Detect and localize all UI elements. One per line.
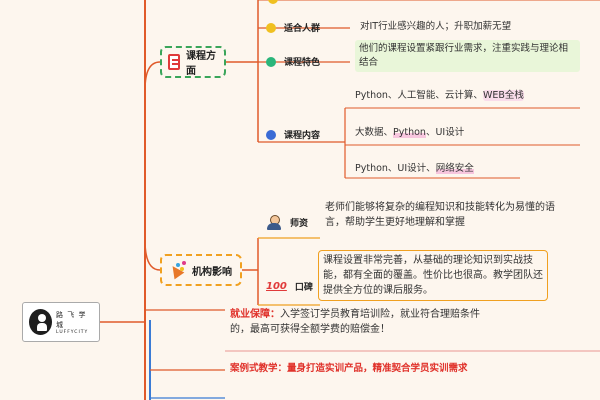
- guarantee-text: 就业保障：入学签订学员教育培训险，就业符合理赔条件的，最高可获得全额学费的赔偿金…: [230, 307, 480, 337]
- node-reputation[interactable]: 100 口碑: [266, 280, 313, 293]
- guarantee-label: 就业保障：: [230, 309, 280, 320]
- audience-text: 对IT行业感兴趣的人；升职加薪无望: [360, 21, 512, 32]
- blue-dot-icon: [266, 129, 276, 140]
- yellow-dot-icon: [266, 22, 276, 33]
- branch-influence[interactable]: 机构影响: [160, 254, 242, 286]
- teachers-text: 老师们能够将复杂的编程知识和技能转化为易懂的语言，帮助学生更好地理解和掌握: [325, 202, 555, 228]
- brand-logo: 路 飞 学 城 LUFFYCITY: [22, 302, 100, 342]
- cropped-dot: [268, 0, 278, 4]
- logo-name: 路 飞 学 城: [56, 310, 87, 329]
- content-item-2-text: 大数据、: [355, 127, 394, 138]
- content-item-1-highlight: WEB全栈: [482, 90, 524, 101]
- node-content[interactable]: 课程内容: [266, 128, 320, 141]
- branch-course[interactable]: 课程方面: [160, 46, 226, 78]
- node-reputation-label: 口碑: [294, 283, 313, 293]
- mascot-icon: [29, 309, 53, 335]
- node-features[interactable]: 课程特色: [266, 55, 320, 68]
- content-item-2-after: 、UI设计: [425, 127, 465, 138]
- content-item-1: Python、人工智能、云计算、WEB全栈: [355, 89, 524, 103]
- case-teaching-text: 案例式教学：量身打造实训产品，精准契合学员实训需求: [230, 363, 468, 374]
- content-item-2: 大数据、Python、UI设计: [355, 126, 464, 140]
- branch-influence-label: 机构影响: [192, 266, 232, 278]
- content-item-3-highlight: 网络安全: [435, 163, 474, 174]
- node-teachers[interactable]: 师资: [266, 214, 308, 230]
- branch-course-label: 课程方面: [186, 51, 216, 77]
- node-audience[interactable]: 适合人群: [266, 21, 320, 34]
- 100-icon: 100: [266, 281, 287, 292]
- node-content-label: 课程内容: [284, 131, 321, 141]
- book-icon: [168, 54, 180, 70]
- node-features-label: 课程特色: [284, 58, 321, 68]
- reputation-text: 课程设置非常完善，从基础的理论知识到实战技能，都有全面的覆盖。性价比也很高。教学…: [318, 250, 548, 301]
- node-audience-label: 适合人群: [284, 24, 321, 34]
- content-item-2-highlight: Python: [393, 127, 426, 138]
- logo-subtitle: LUFFYCITY: [56, 329, 89, 335]
- divider: [225, 350, 600, 352]
- content-item-1-text: Python、人工智能、云计算、: [355, 90, 483, 101]
- guarantee-body: 入学签订学员教育培训险，就业符合理赔条件的，最高可获得全额学费的赔偿金！: [230, 309, 480, 335]
- features-text: 他们的课程设置紧跟行业需求，注重实践与理论相结合: [355, 40, 580, 72]
- content-item-3-text: Python、UI设计、: [355, 163, 436, 174]
- green-dot-icon: [266, 56, 276, 67]
- party-popper-icon: [168, 261, 186, 279]
- node-teachers-label: 师资: [290, 218, 309, 229]
- teacher-icon: [266, 214, 282, 230]
- content-item-3: Python、UI设计、网络安全: [355, 162, 474, 176]
